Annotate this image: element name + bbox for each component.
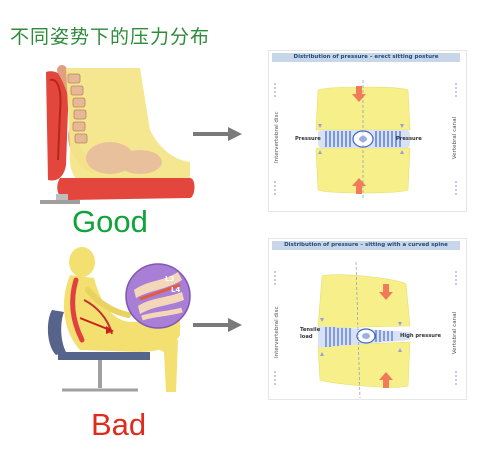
bad-label: Bad xyxy=(91,407,147,442)
vertebra-label-l3: L3 xyxy=(165,275,175,283)
good-pressure-left-label: Pressure xyxy=(295,136,321,142)
bad-left-axis-label: Intervertebral disc xyxy=(274,306,280,358)
bad-panel-title: Distribution of pressure – sitting with … xyxy=(272,241,460,250)
bad-pressure-arrow-bottom xyxy=(379,372,393,388)
good-chair-seat-figure xyxy=(40,65,195,204)
bad-pressure-arrow-top xyxy=(379,284,393,300)
page-title: 不同姿势下的压力分布 xyxy=(10,26,211,48)
good-pressure-arrow-top xyxy=(352,86,366,102)
good-disc-icon xyxy=(318,130,410,148)
good-label: Good xyxy=(72,204,148,239)
bad-high-pressure-label: High pressure xyxy=(400,333,442,339)
vertebra-label-l4: L4 xyxy=(171,286,181,294)
bad-right-axis-label: Vertebral canal xyxy=(452,311,458,355)
bad-load-label: load xyxy=(300,334,313,340)
bad-disc-icon xyxy=(318,326,410,348)
good-panel-title: Distribution of pressure – erect sitting… xyxy=(272,53,460,62)
vertebra-zoom-bubble xyxy=(125,263,191,329)
good-pressure-right-label: Pressure xyxy=(396,136,422,142)
bad-tensile-label: Tensile xyxy=(300,327,321,333)
good-pressure-arrow-bottom xyxy=(352,178,366,194)
bad-figure xyxy=(47,247,180,392)
